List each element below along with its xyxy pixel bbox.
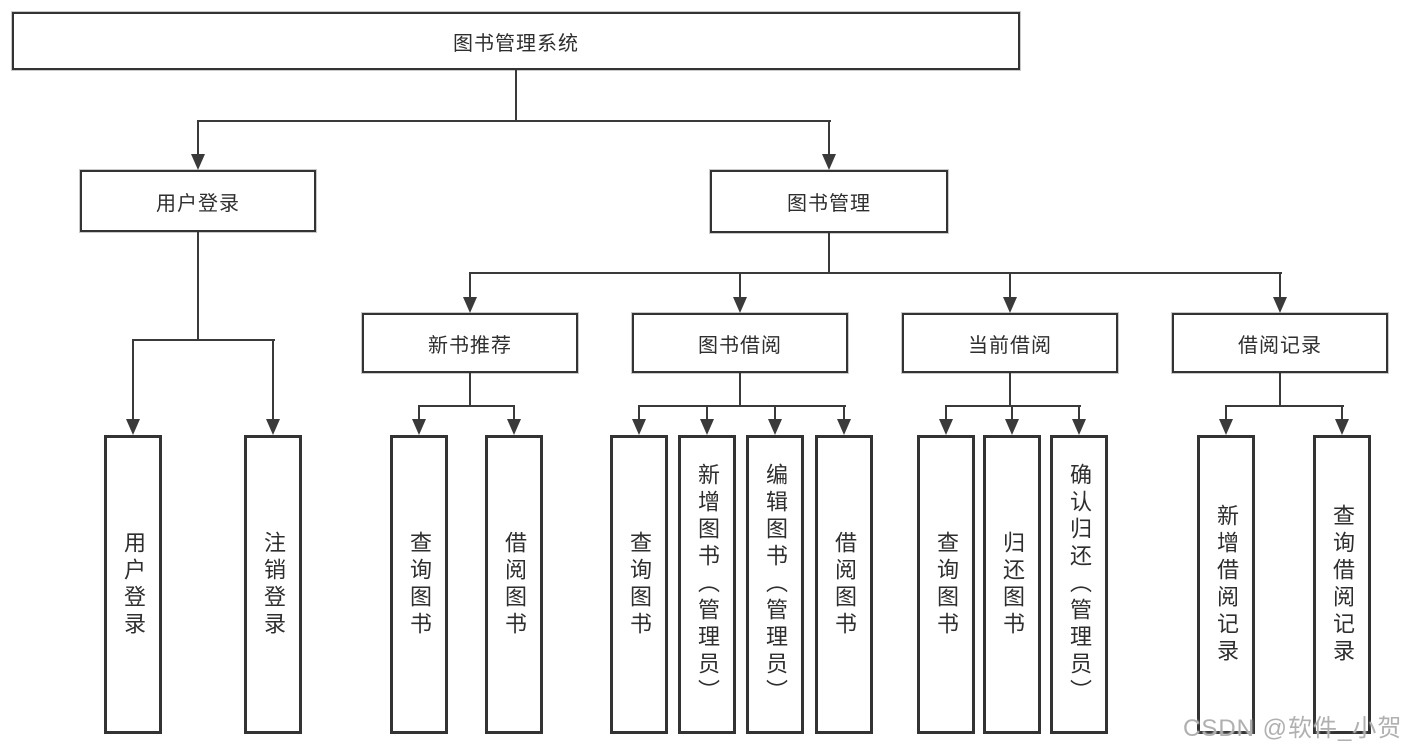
connector-line (513, 407, 515, 420)
leaf-return-books: 归还图书 (983, 435, 1041, 734)
arrow-down-icon (507, 419, 521, 435)
connector-line (197, 232, 199, 341)
arrow-down-icon (733, 297, 747, 313)
leaf-label: 确认归还（管理员） (1067, 463, 1092, 706)
connector-line (1279, 274, 1281, 298)
connector-line (272, 341, 274, 421)
leaf-label: 注销登录 (261, 530, 286, 639)
connector-line (1009, 274, 1011, 298)
connector-line (828, 121, 830, 155)
connector-line (739, 373, 741, 407)
connector-line (132, 341, 134, 421)
leaf-user-login: 用户登录 (104, 435, 162, 734)
leaf-borrow-books-borrow: 借阅图书 (815, 435, 873, 734)
leaf-query-books-borrow: 查询图书 (610, 435, 668, 734)
connector-line (1225, 405, 1344, 407)
arrow-down-icon (1273, 297, 1287, 313)
connector-line (945, 407, 947, 420)
node-book-borrow: 图书借阅 (632, 313, 848, 373)
arrow-down-icon (266, 419, 280, 435)
arrow-down-icon (191, 154, 205, 170)
csdn-watermark: CSDN @软件_小贺同学 (1183, 715, 1403, 742)
arrow-down-icon (1072, 419, 1086, 435)
arrow-down-icon (632, 419, 646, 435)
leaf-add-book-admin: 新增图书（管理员） (678, 435, 736, 734)
leaf-add-borrow-record: 新增借阅记录 (1197, 435, 1255, 734)
leaf-label: 查询图书 (627, 530, 652, 639)
arrow-down-icon (1003, 297, 1017, 313)
connector-line (197, 121, 199, 155)
connector-line (1011, 407, 1013, 420)
leaf-query-books-recommend: 查询图书 (390, 435, 448, 734)
leaf-label: 查询图书 (407, 530, 432, 639)
leaf-label: 编辑图书（管理员） (763, 463, 788, 706)
connector-line (843, 407, 845, 420)
connector-line (774, 407, 776, 420)
connector-line (706, 407, 708, 420)
arrow-down-icon (700, 419, 714, 435)
arrow-down-icon (768, 419, 782, 435)
connector-line (515, 70, 517, 122)
arrow-down-icon (1219, 419, 1233, 435)
leaf-label: 借阅图书 (832, 530, 857, 639)
node-borrow-records: 借阅记录 (1172, 313, 1388, 373)
leaf-label: 新增图书（管理员） (695, 463, 720, 706)
arrow-down-icon (822, 154, 836, 170)
connector-line (1225, 407, 1227, 420)
leaf-label: 查询借阅记录 (1330, 503, 1355, 666)
leaf-confirm-return-admin: 确认归还（管理员） (1050, 435, 1108, 734)
arrow-down-icon (1335, 419, 1349, 435)
connector-line (418, 405, 515, 407)
arrow-down-icon (412, 419, 426, 435)
connector-line (828, 233, 830, 274)
connector-line (1078, 407, 1080, 420)
node-library-management-system: 图书管理系统 (12, 12, 1020, 70)
connector-line (638, 405, 846, 407)
connector-line (469, 274, 471, 298)
connector-line (469, 373, 471, 407)
connector-line (1009, 373, 1011, 407)
arrow-down-icon (837, 419, 851, 435)
connector-line (638, 407, 640, 420)
connector-line (469, 272, 1282, 274)
node-current-borrow: 当前借阅 (902, 313, 1118, 373)
arrow-down-icon (939, 419, 953, 435)
connector-line (945, 405, 1081, 407)
connector-line (1341, 407, 1343, 420)
leaf-logout: 注销登录 (244, 435, 302, 734)
arrow-down-icon (126, 419, 140, 435)
leaf-label: 归还图书 (1000, 530, 1025, 639)
leaf-query-borrow-record: 查询借阅记录 (1313, 435, 1371, 734)
leaf-query-books-current: 查询图书 (917, 435, 975, 734)
connector-line (418, 407, 420, 420)
connector-line (1279, 373, 1281, 407)
leaf-label: 查询图书 (934, 530, 959, 639)
leaf-edit-book-admin: 编辑图书（管理员） (746, 435, 804, 734)
arrow-down-icon (463, 297, 477, 313)
leaf-label: 借阅图书 (502, 530, 527, 639)
leaf-borrow-books-recommend: 借阅图书 (485, 435, 543, 734)
connector-line (132, 339, 275, 341)
leaf-label: 用户登录 (121, 530, 146, 639)
connector-line (197, 120, 831, 122)
node-new-book-recommend: 新书推荐 (362, 313, 578, 373)
node-book-management: 图书管理 (710, 170, 948, 233)
leaf-label: 新增借阅记录 (1214, 503, 1239, 666)
node-user-login: 用户登录 (80, 170, 316, 232)
connector-line (739, 274, 741, 298)
arrow-down-icon (1005, 419, 1019, 435)
